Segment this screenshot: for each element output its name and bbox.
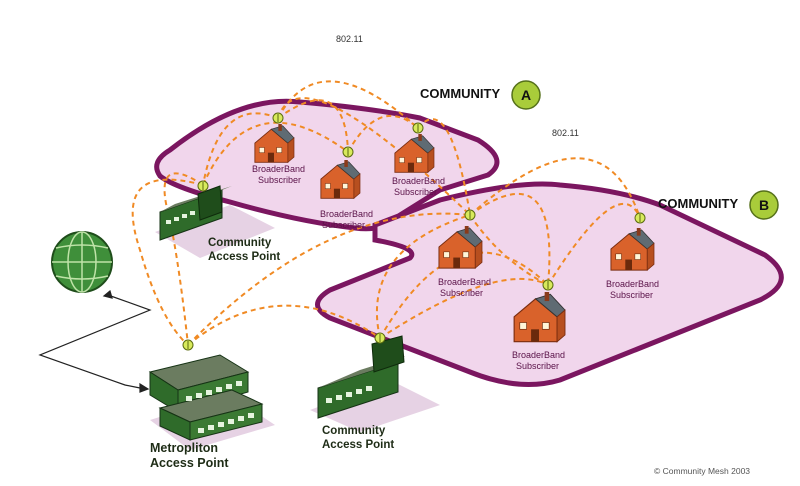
antenna-icon bbox=[272, 112, 284, 124]
antenna-icon bbox=[197, 180, 209, 192]
community-access-point-building bbox=[317, 335, 405, 419]
protocol-label: 802.11 bbox=[552, 128, 579, 138]
svg-text:Subscriber: Subscriber bbox=[440, 288, 483, 298]
subscriber-label: BroaderBand Subscriber bbox=[252, 164, 305, 185]
svg-text:Subscriber: Subscriber bbox=[394, 187, 437, 197]
metro-access-point-building bbox=[148, 354, 264, 441]
antenna-icon bbox=[412, 122, 424, 134]
community-access-point-building bbox=[159, 185, 232, 241]
svg-text:BroaderBand: BroaderBand bbox=[606, 279, 659, 289]
svg-text:BroaderBand: BroaderBand bbox=[320, 209, 373, 219]
svg-text:Community: Community bbox=[322, 425, 386, 437]
svg-text:BroaderBand: BroaderBand bbox=[252, 164, 305, 174]
antenna-icon bbox=[374, 332, 386, 344]
metro-access-point-label: Metropliton Access Point bbox=[150, 441, 229, 470]
svg-text:Metropliton: Metropliton bbox=[150, 441, 218, 455]
antenna-icon bbox=[634, 212, 646, 224]
svg-text:BroaderBand: BroaderBand bbox=[438, 277, 491, 287]
community-b-badge bbox=[749, 190, 779, 220]
svg-text:Subscriber: Subscriber bbox=[610, 290, 653, 300]
antenna-icon bbox=[542, 279, 554, 291]
antenna-icon bbox=[464, 209, 476, 221]
svg-text:Subscriber: Subscriber bbox=[258, 175, 301, 185]
community-a-badge-letter: A bbox=[521, 87, 531, 103]
internet-globe-icon bbox=[51, 231, 113, 293]
subscriber-label: BroaderBand Subscriber bbox=[606, 279, 659, 300]
community-a-label: COMMUNITY bbox=[420, 86, 500, 101]
community-b-badge-letter: B bbox=[759, 197, 769, 213]
copyright-text: © Community Mesh 2003 bbox=[654, 466, 750, 476]
community-b-label: COMMUNITY bbox=[658, 196, 738, 211]
community-a-badge bbox=[511, 80, 541, 110]
svg-text:BroaderBand: BroaderBand bbox=[512, 350, 565, 360]
svg-text:Subscriber: Subscriber bbox=[322, 220, 365, 230]
svg-text:Access Point: Access Point bbox=[150, 456, 229, 470]
antenna-icon bbox=[342, 146, 354, 158]
subscriber-label: BroaderBand Subscriber bbox=[392, 176, 445, 197]
backhaul-arrows bbox=[38, 289, 152, 393]
svg-text:BroaderBand: BroaderBand bbox=[392, 176, 445, 186]
svg-text:Subscriber: Subscriber bbox=[516, 361, 559, 371]
subscriber-label: BroaderBand Subscriber bbox=[438, 277, 491, 298]
subscriber-label: BroaderBand Subscriber bbox=[320, 209, 373, 230]
svg-text:Access Point: Access Point bbox=[208, 251, 280, 263]
antenna-icon bbox=[182, 339, 194, 351]
svg-text:Access Point: Access Point bbox=[322, 439, 394, 451]
community-access-point-label: Community Access Point bbox=[208, 237, 280, 263]
protocol-label: 802.11 bbox=[336, 34, 363, 44]
svg-text:Community: Community bbox=[208, 237, 272, 249]
community-access-point-label: Community Access Point bbox=[322, 425, 394, 451]
subscriber-label: BroaderBand Subscriber bbox=[512, 350, 565, 371]
